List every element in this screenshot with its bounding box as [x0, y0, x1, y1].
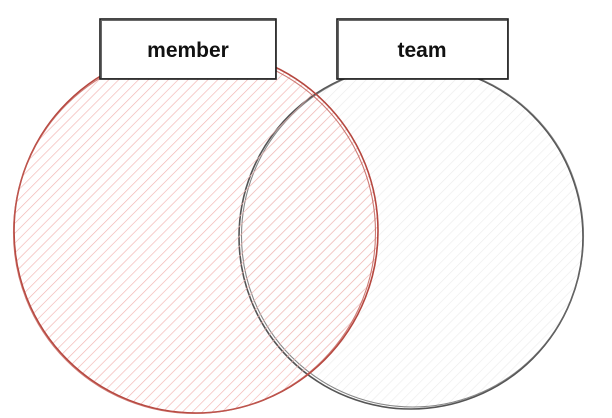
member-label-box: member	[99, 18, 277, 80]
member-circle	[12, 48, 379, 415]
team-label: team	[397, 39, 446, 62]
member-label: member	[147, 39, 229, 62]
team-label-box: team	[336, 18, 509, 80]
